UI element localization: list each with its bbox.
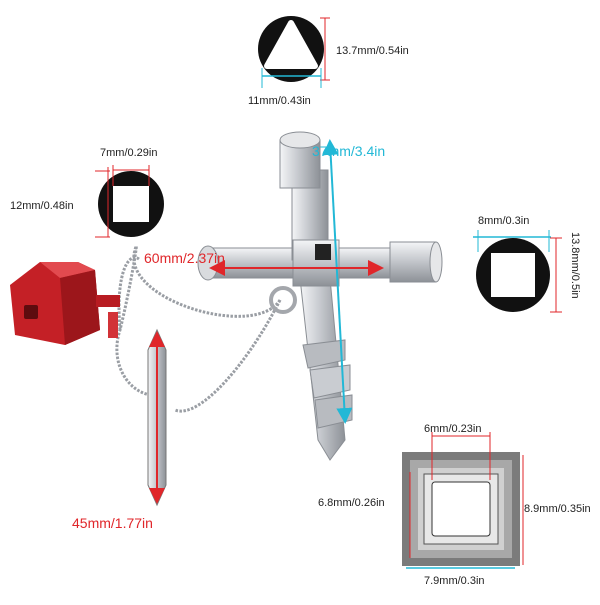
- nest-7-9mm-label: 7.9mm/0.3in: [424, 575, 485, 587]
- red-cap: [10, 262, 120, 345]
- square8-height-label: 13.8mm/0.5in: [569, 232, 581, 299]
- nest-6mm-label: 6mm/0.23in: [424, 423, 482, 435]
- screwdriver-bit: [147, 328, 167, 507]
- triangle-socket-diagram: [258, 16, 330, 88]
- square7-height-label: 12mm/0.48in: [10, 200, 74, 212]
- triangle-width-label: 11mm/0.43in: [248, 95, 311, 107]
- triangle-height-label: 13.7mm/0.54in: [336, 45, 409, 57]
- key-width-label: 60mm/2.37in: [144, 250, 225, 266]
- nested-square-sockets-diagram: [402, 432, 524, 569]
- bit-length-label: 45mm/1.77in: [72, 515, 153, 531]
- square-socket-7mm-diagram: [95, 165, 164, 238]
- square8-width-label: 8mm/0.3in: [478, 215, 530, 227]
- ball-chain: [115, 244, 282, 413]
- key-length-label: 37mm/3.4in: [312, 143, 386, 159]
- square-socket-8mm-diagram: [473, 230, 562, 313]
- nest-8-9mm-label: 8.9mm/0.35in: [524, 503, 591, 515]
- cross-key: [197, 131, 443, 461]
- square7-width-label: 7mm/0.29in: [100, 147, 158, 159]
- nest-6-8mm-label: 6.8mm/0.26in: [318, 497, 385, 509]
